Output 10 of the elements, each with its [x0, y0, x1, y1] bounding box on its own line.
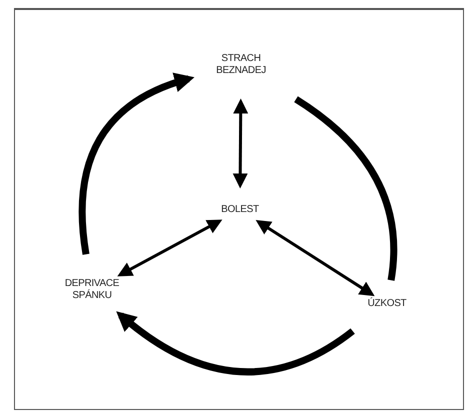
arrow: [78, 73, 194, 255]
arrow: [117, 220, 222, 276]
curved-line: [294, 96, 398, 281]
node-label: STRACH BEZNADEJ: [208, 53, 274, 77]
arrow: [256, 220, 375, 296]
node-label: ÚZKOST: [361, 298, 413, 310]
node-label: DEPRIVACE SPÁNKU: [58, 278, 126, 302]
node-label: BOLEST: [215, 204, 265, 216]
arrow: [232, 98, 248, 188]
arrow: [116, 311, 355, 376]
